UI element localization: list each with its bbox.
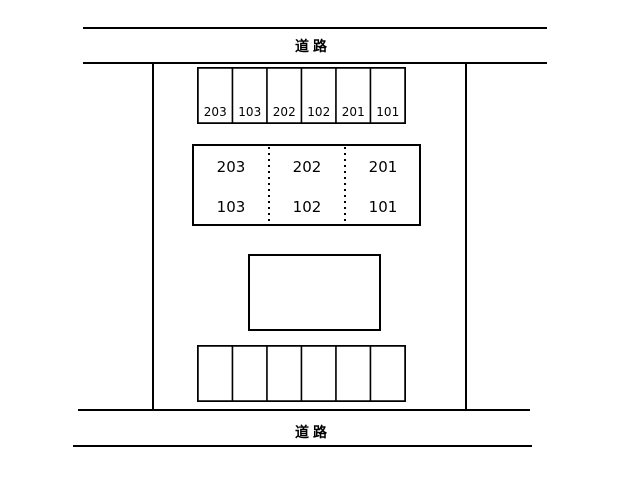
parking-bottom-slot (266, 345, 303, 402)
parking-bottom-slot (300, 345, 337, 402)
parking-top-slot (266, 67, 303, 124)
unit-label: 203 (217, 158, 246, 176)
central-structure (248, 254, 381, 331)
parking-top-slot-label: 201 (342, 105, 365, 119)
parking-top-slot (300, 67, 337, 124)
parking-top-slot (369, 67, 406, 124)
parking-top-slot (335, 67, 372, 124)
parking-top-slot-label: 202 (273, 105, 296, 119)
unit-label: 202 (293, 158, 322, 176)
parking-top-slot-label: 103 (238, 105, 261, 119)
bottom-road-label: 道路 (295, 424, 331, 441)
parking-bottom-slot (335, 345, 372, 402)
parking-bottom (197, 345, 406, 402)
parking-bottom-slot (197, 345, 234, 402)
parking-bottom-slot (369, 345, 406, 402)
parking-top-slot-label: 101 (376, 105, 399, 119)
building: 203 202 201 103 102 101 (192, 144, 421, 226)
parking-bottom-slot (231, 345, 268, 402)
unit-label: 201 (369, 158, 398, 176)
parking-top-slot-label: 102 (307, 105, 330, 119)
unit-label: 101 (369, 198, 398, 216)
parking-top-slot-label: 203 (204, 105, 227, 119)
top-road-label: 道路 (295, 38, 331, 55)
building-outline (192, 144, 421, 226)
parking-top: 203 103 202 102 201 101 (197, 67, 406, 124)
unit-label: 102 (293, 198, 322, 216)
unit-label: 103 (217, 198, 246, 216)
